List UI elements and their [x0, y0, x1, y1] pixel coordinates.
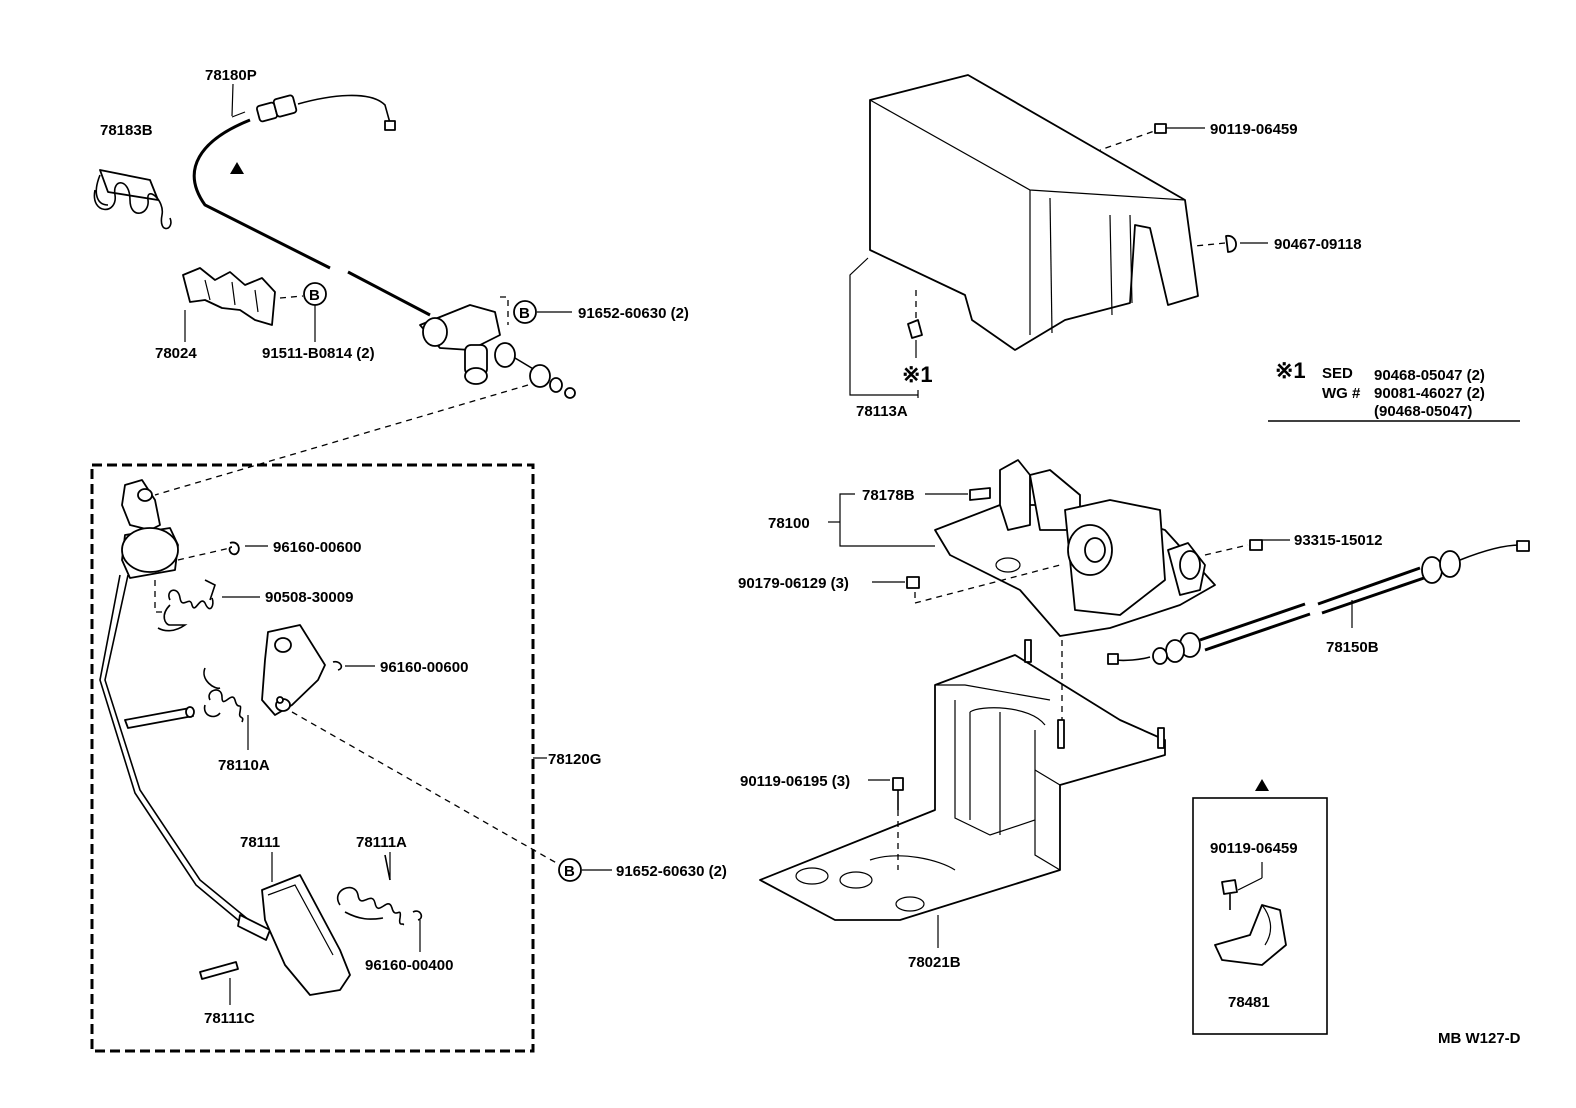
label-78111A: 78111A — [356, 834, 407, 851]
pedal-assy-frame — [90, 463, 535, 1053]
label-90119-06195: 90119-06195 (3) — [740, 773, 850, 790]
label-96160-00600-a: 96160-00600 — [273, 539, 361, 556]
circle-b-top — [513, 300, 537, 324]
label-inset-90119-06459: 90119-06459 — [1210, 840, 1298, 857]
label-78111: 78111 — [240, 834, 280, 851]
pedal-pivot-bracket — [261, 624, 326, 716]
pivot-pin — [124, 706, 195, 729]
label-90467-09118: 90467-09118 — [1274, 236, 1362, 253]
torsion-spring-90508 — [157, 579, 216, 632]
label-91652-60630-bottom: 91652-60630 (2) — [616, 863, 727, 880]
pad-78178B — [969, 487, 991, 501]
label-90179-06129: 90179-06129 (3) — [738, 575, 849, 592]
label-91511-B0814: 91511-B0814 (2) — [262, 345, 375, 362]
circle-b-bottom — [558, 858, 582, 882]
cable-end-fitting — [419, 304, 576, 399]
label-78183B: 78183B — [100, 122, 153, 139]
label-78113A: 78113A — [856, 403, 908, 420]
label-78178B: 78178B — [862, 487, 915, 504]
label-96160-00400: 96160-00400 — [365, 957, 453, 974]
note-sed-key: SED — [1322, 365, 1353, 382]
diagram-id: MB W127-D — [1438, 1030, 1521, 1047]
pedal-arm — [99, 479, 271, 941]
label-90119-06459-top: 90119-06459 — [1210, 121, 1298, 138]
svg-text:B: B — [309, 287, 320, 304]
bracket-78024 — [182, 267, 276, 326]
label-91652-60630-top: 91652-60630 (2) — [578, 305, 689, 322]
note-wg-value: 90081-46027 (2) — [1374, 385, 1485, 402]
actuator-78100 — [934, 459, 1216, 637]
label-78110A: 78110A — [218, 757, 270, 774]
label-90508-30009: 90508-30009 — [265, 589, 353, 606]
label-78100: 78100 — [768, 515, 810, 532]
inset-box — [1192, 797, 1328, 1035]
note-wg-alt: (90468-05047) — [1374, 403, 1472, 420]
svg-text:B: B — [519, 305, 530, 322]
spring-clip-78183B — [93, 169, 172, 230]
label-78120G: 78120G — [548, 751, 601, 768]
triangle-marker-inset — [1255, 779, 1269, 791]
pin-78111C — [199, 961, 239, 980]
cover-78113A — [869, 74, 1199, 351]
spring-78110A — [203, 667, 244, 723]
svg-text:B: B — [564, 863, 575, 880]
label-78481: 78481 — [1228, 994, 1270, 1011]
ref-mark-cover: ※1 — [902, 362, 933, 387]
label-96160-00600-b: 96160-00600 — [380, 659, 468, 676]
label-78111C: 78111C — [204, 1010, 255, 1027]
label-78180P: 78180P — [205, 67, 257, 84]
accelerator-cable-upper — [192, 94, 431, 317]
label-78150B: 78150B — [1326, 639, 1379, 656]
note-sed-value: 90468-05047 (2) — [1374, 367, 1485, 384]
pedal-pad-78111 — [261, 874, 351, 996]
note-mark: ※1 — [1275, 358, 1306, 383]
spring-78111A — [336, 854, 405, 926]
label-78024: 78024 — [155, 345, 197, 362]
label-78021B: 78021B — [908, 954, 961, 971]
accelerator-cable-lower — [1107, 540, 1530, 665]
label-93315-15012: 93315-15012 — [1294, 532, 1382, 549]
inset-bracket-78481 — [1214, 879, 1287, 966]
triangle-marker-top — [230, 162, 244, 174]
note-block: ※1 SED 90468-05047 (2) WG # 90081-46027 … — [1268, 358, 1520, 422]
note-wg-key: WG # — [1322, 385, 1361, 402]
